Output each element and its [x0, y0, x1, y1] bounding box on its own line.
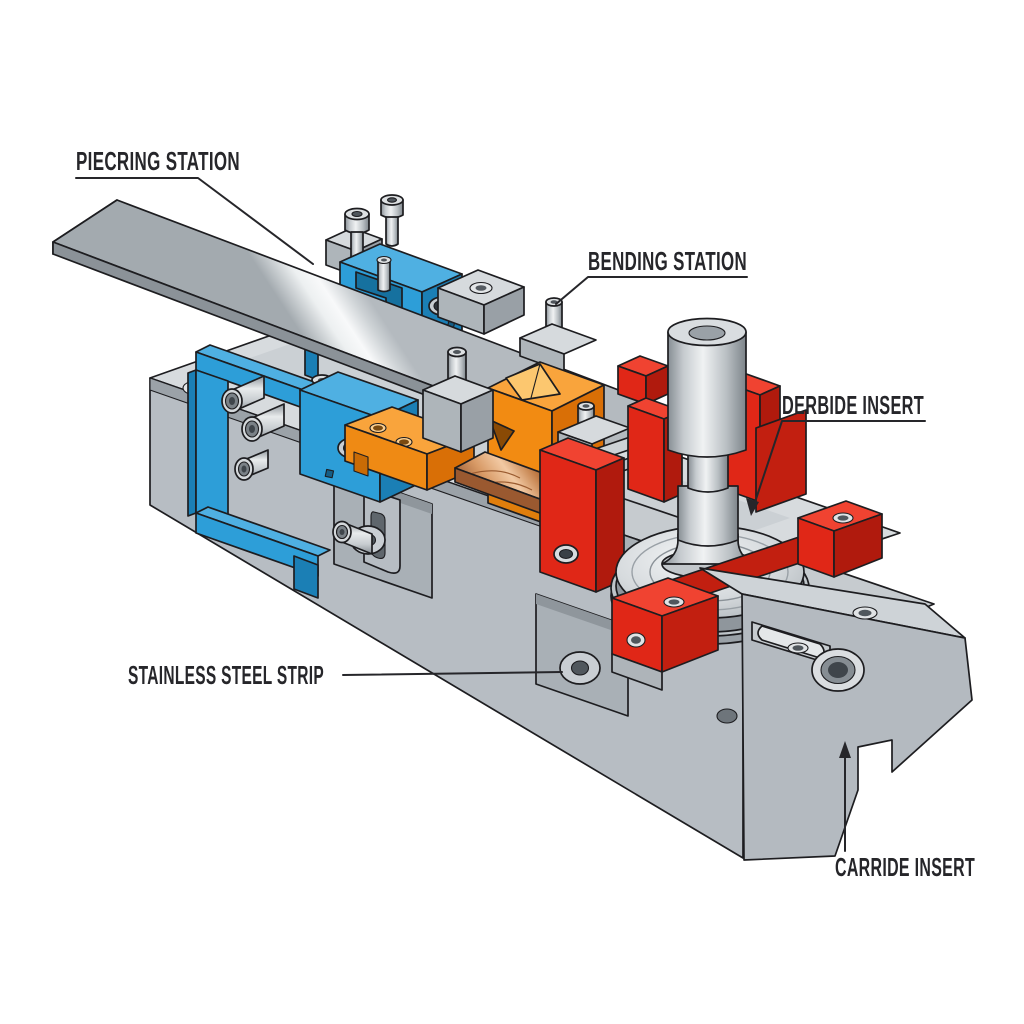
carbide-insert-arrowhead — [839, 741, 851, 758]
rear-cap-and-post — [519, 297, 597, 373]
shoulder-bolt — [332, 520, 373, 555]
red-riser-block — [617, 355, 669, 405]
front-cap-and-post — [422, 346, 494, 453]
strip-leader — [342, 671, 563, 676]
label-bending-station: BENDING STATION — [588, 246, 747, 276]
red-clamp-front — [611, 577, 719, 691]
bending-station-leader — [555, 276, 748, 305]
counterbore-hole — [811, 648, 865, 692]
clamp-cap — [437, 269, 525, 335]
red-die-block — [539, 437, 625, 593]
label-die-insert: DERBIDE INSERT — [782, 390, 924, 420]
red-clamp-rear — [797, 500, 883, 578]
base-right-block — [699, 567, 973, 861]
pilot-rollers — [221, 375, 285, 442]
shoulder-bolt — [380, 194, 404, 247]
punch-cylinder — [661, 317, 755, 579]
shoulder-bolt — [234, 449, 269, 481]
label-stainless-steel-strip: STAINLESS STEEL STRIP — [128, 660, 324, 690]
die-insert-leader — [752, 420, 926, 509]
callout-leaders — [75, 177, 926, 852]
piercing-station-leader — [75, 177, 314, 265]
die-insert-arrowhead — [746, 498, 759, 516]
label-piercing-station: PIECRING STATION — [76, 146, 240, 176]
label-carbide-insert: CARRIDE INSERT — [835, 852, 975, 882]
